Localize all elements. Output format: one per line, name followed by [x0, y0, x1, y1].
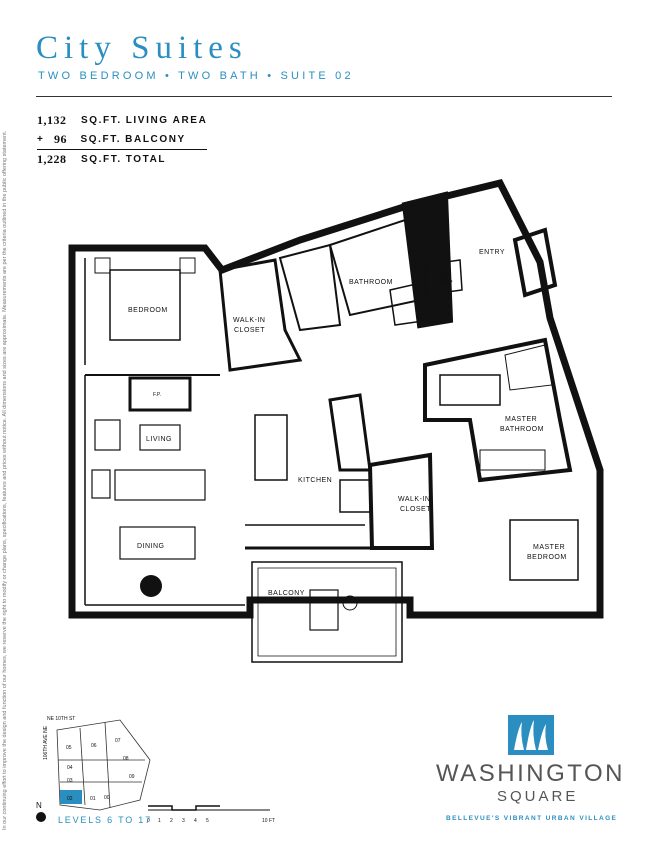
scale-tick: 1: [158, 818, 161, 824]
scale-tick: 2: [170, 818, 173, 824]
unit-label: 07: [115, 738, 121, 744]
scale-bar: 0 1 2 3 4 5 10 FT: [147, 805, 275, 824]
area-label: TOTAL: [125, 154, 167, 165]
room-label-walkin: WALK-IN: [398, 496, 430, 503]
area-label: LIVING AREA: [125, 115, 208, 126]
unit-label: 05: [66, 745, 72, 751]
levels-label: LEVELS 6 TO 17: [58, 815, 152, 825]
room-label-master-bathroom: BATHROOM: [500, 426, 544, 433]
scale-tick: 4: [194, 818, 197, 824]
room-label-living: LIVING: [146, 436, 172, 443]
area-row-living: 1,132 SQ.FT. LIVING AREA: [37, 111, 207, 130]
scale-tick: 3: [182, 818, 185, 824]
room-label-walkin-closet: WALK-IN: [233, 317, 265, 324]
area-unit: SQ.FT.: [80, 134, 122, 145]
unit-label: 08: [123, 756, 129, 762]
area-prefix: +: [37, 134, 45, 145]
washington-square-logo: [508, 715, 554, 755]
scale-tick: 5: [206, 818, 209, 824]
unit-label: 06: [91, 743, 97, 749]
area-unit: SQ.FT.: [81, 115, 122, 126]
unit-label: 00: [104, 795, 110, 801]
room-label-dining: DINING: [137, 543, 165, 550]
area-value: 96: [53, 132, 67, 146]
north-label: N: [36, 801, 42, 810]
room-label-master-bedroom: BEDROOM: [527, 554, 567, 561]
area-summary: 1,132 SQ.FT. LIVING AREA + 96 SQ.FT. BAL…: [37, 111, 207, 169]
unit-label: 01: [90, 796, 96, 802]
street-label-side: 106TH AVE NE: [43, 725, 49, 760]
room-label-entry: ENTRY: [479, 249, 505, 256]
street-label-top: NE 10TH ST: [47, 716, 75, 722]
unit-label: 02: [67, 796, 73, 802]
key-plan: NE 10TH ST 106TH AVE NE 05 06 07 04 08 0…: [43, 716, 151, 811]
brand-name: WASHINGTON: [436, 760, 626, 787]
area-value: 1,228: [37, 152, 67, 166]
room-label-heat: HEAT: [438, 273, 451, 279]
scale-tick: 10 FT: [262, 818, 275, 824]
unit-label: 04: [67, 765, 73, 771]
brand-tagline: BELLEVUE'S VIBRANT URBAN VILLAGE: [446, 815, 618, 822]
room-label-pump: PUMP: [438, 280, 453, 286]
area-row-total: 1,228 SQ.FT. TOTAL: [37, 150, 207, 169]
scale-tick: 0: [147, 818, 150, 824]
room-label-closet: CLOSET: [400, 506, 431, 513]
room-label-walkin-closet-2: CLOSET: [234, 327, 265, 334]
room-label-fireplace: F.P.: [153, 392, 161, 398]
header-divider: [36, 96, 612, 97]
area-label: BALCONY: [125, 134, 186, 145]
area-unit: SQ.FT.: [81, 154, 122, 165]
brand-name-line2: SQUARE: [497, 788, 579, 805]
room-label-balcony: BALCONY: [268, 590, 305, 597]
exterior-wall: [68, 178, 604, 619]
area-value: 1,132: [37, 113, 67, 127]
room-label-bedroom: BEDROOM: [128, 307, 168, 314]
unit-label: 03: [67, 778, 73, 784]
north-arrow-icon: [36, 812, 46, 822]
planter-icon: [140, 575, 162, 597]
area-row-balcony: + 96 SQ.FT. BALCONY: [37, 130, 207, 150]
room-label-kitchen: KITCHEN: [298, 477, 332, 484]
room-label-master-bed: MASTER: [533, 544, 565, 551]
unit-label: 09: [129, 774, 135, 780]
room-label-master: MASTER: [505, 416, 537, 423]
highlighted-unit: [60, 790, 82, 804]
page-subtitle: TWO BEDROOM • TWO BATH • SUITE 02: [38, 70, 354, 82]
page-title: City Suites: [36, 30, 248, 66]
room-label-bathroom: BATHROOM: [349, 279, 393, 286]
